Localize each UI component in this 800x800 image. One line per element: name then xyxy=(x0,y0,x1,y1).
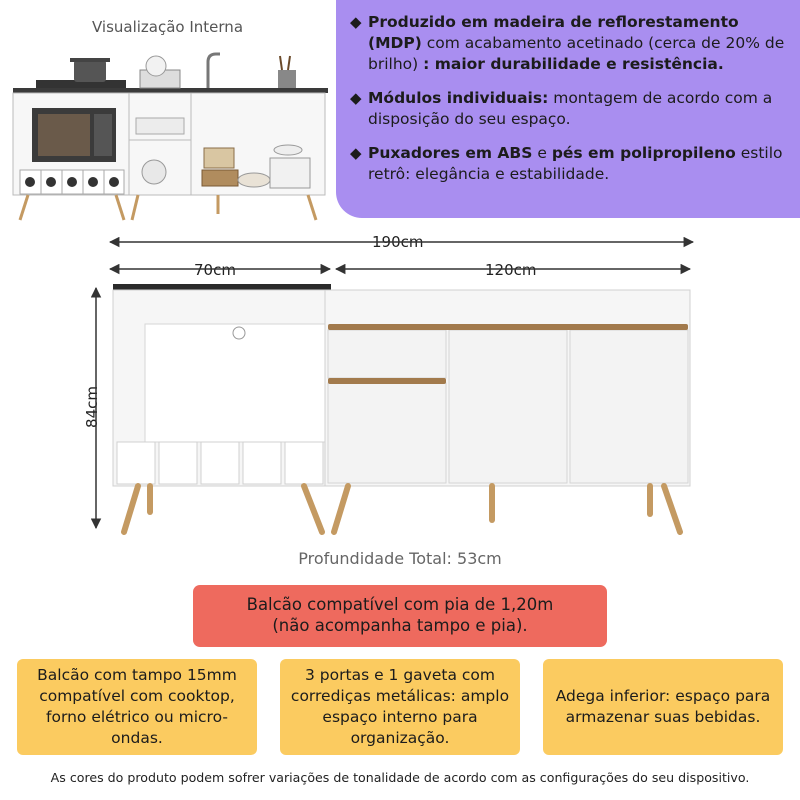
right-legs xyxy=(331,483,683,535)
color-disclaimer: As cores do produto podem sofrer variaçõ… xyxy=(50,770,750,785)
preview-title: Visualização Interna xyxy=(91,18,244,36)
feature-item: ◆ Módulos individuais: montagem de acordo… xyxy=(350,88,786,130)
right-door xyxy=(569,329,689,484)
faucet-icon xyxy=(206,52,220,88)
feature-item: ◆ Puxadores em ABS e pés em polipropileno… xyxy=(350,143,786,185)
features-panel: ◆ Produzido em madeira de reflorestamento… xyxy=(336,0,800,218)
wine-cellar-card: Adega inferior: espaço para armazenar su… xyxy=(543,659,783,755)
diamond-bullet-icon: ◆ xyxy=(350,144,362,162)
preview-countertop xyxy=(13,88,328,93)
feature-list: ◆ Produzido em madeira de reflorestamento… xyxy=(350,12,786,185)
center-door xyxy=(448,329,568,484)
feature-text: Puxadores em ABS e pés em polipropileno … xyxy=(368,144,783,183)
wine-rack xyxy=(116,441,324,485)
dish-rack-icon xyxy=(139,55,181,89)
cable-hole-icon xyxy=(232,326,246,340)
internal-view-illustration xyxy=(12,52,328,221)
dishes-icon xyxy=(269,157,311,189)
diamond-bullet-icon: ◆ xyxy=(350,89,362,107)
preview-wine-rack xyxy=(19,169,125,195)
open-niche xyxy=(144,323,326,443)
depth-label: Profundidade Total: 53cm xyxy=(298,549,502,568)
sink-compatibility-note: Balcão compatível com pia de 1,20m (não … xyxy=(193,585,607,647)
right-module xyxy=(324,289,691,535)
drawer xyxy=(327,329,447,379)
pot-icon xyxy=(74,60,106,82)
left-legs xyxy=(121,483,325,535)
note-line-2: (não acompanha tampo e pia). xyxy=(272,616,528,635)
diamond-bullet-icon: ◆ xyxy=(350,13,362,31)
countertop-card: Balcão com tampo 15mm compatível com coo… xyxy=(17,659,257,755)
preview-drawer xyxy=(135,117,185,135)
feature-text: Produzido em madeira de reflorestamento … xyxy=(368,13,785,73)
preview-legs xyxy=(18,194,318,221)
microwave-oven-icon xyxy=(32,108,116,162)
left-module xyxy=(112,284,331,535)
utensil-holder-icon xyxy=(278,70,296,88)
box-icon xyxy=(203,147,235,169)
note-line-1: Balcão compatível com pia de 1,20m xyxy=(246,595,554,614)
bowl-icon xyxy=(237,172,271,188)
cooktop-icon xyxy=(36,80,126,88)
doors-drawer-card: 3 portas e 1 gaveta com corrediças metál… xyxy=(280,659,520,755)
feature-item: ◆ Produzido em madeira de reflorestamento… xyxy=(350,12,786,75)
pan-icon xyxy=(141,159,167,185)
countertop xyxy=(113,284,331,290)
left-door xyxy=(327,382,447,484)
cabinet-dimension-drawing xyxy=(90,236,695,535)
feature-text: Módulos individuais: montagem de acordo … xyxy=(368,89,773,128)
handles xyxy=(328,324,688,384)
